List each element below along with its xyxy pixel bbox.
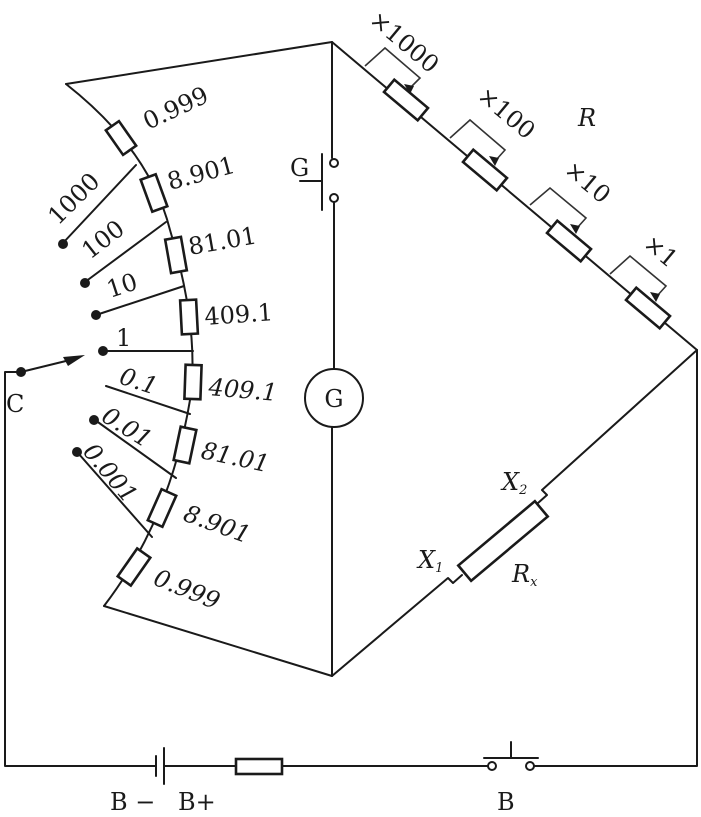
unknown-resistor-arm: X1 X2 Rx [331,349,698,677]
wire-rx-lower [331,574,463,677]
wire-selector-left [4,371,22,761]
arrow-head-icon [489,156,499,166]
decade-dial-x100[interactable]: ×100 [449,81,541,193]
tap-label: 100 [76,214,129,264]
label-lower-r4: 0.999 [150,564,224,616]
arrow-head-icon [570,224,580,234]
multiplier-label: ×1 [638,229,683,273]
ratio-arm: 0.999 8.901 81.01 409.1 409.1 81.01 8.90… [42,41,333,677]
tap-label: 1 [116,324,131,352]
decade-arm-label: R [577,104,596,132]
tap-label: 0.1 [116,362,161,400]
label-upper-r4: 409.1 [203,298,274,331]
arrow-head-icon [63,355,85,366]
tap-10[interactable]: 10 [91,268,185,320]
galvanometer-circle [304,368,364,428]
terminal-x2-label: X2 [500,468,527,498]
decade-dial-x1000[interactable]: ×1000 [364,5,444,123]
b-key-terminal-left [487,761,497,771]
label-upper-r2: 8.901 [164,151,238,196]
arrow-head-icon [650,292,660,302]
tap-contact[interactable] [91,310,101,320]
resistor-rx [456,499,550,583]
decade-dial-x10[interactable]: ×10 [529,155,616,264]
resistor-lower-4 [115,546,153,588]
multiplier-label: ×1000 [364,5,444,79]
selector-switch-c[interactable]: C [4,355,85,761]
battery-loop: B − B+ B [4,349,698,816]
resistor-lower-3 [146,487,178,529]
arrow-head-icon [404,84,414,94]
battery-key-label: B [497,788,515,816]
resistor-upper-3 [163,235,189,275]
g-key-terminal-top [329,158,339,168]
multiplier-label: ×100 [472,81,540,145]
selector-arm[interactable] [20,359,71,373]
tap-contact[interactable] [98,346,108,356]
resistor-upper-4 [178,298,200,336]
g-key-label: G [290,154,309,182]
wire-top-left [65,41,333,85]
multiplier-label: ×10 [559,155,616,209]
resistor-upper-1 [104,119,138,157]
g-key-terminal-bottom [329,193,339,203]
decade-dial-x1[interactable]: ×1 [609,229,683,331]
battery-positive-label: B+ [178,788,216,816]
b-key-terminal-right [525,761,535,771]
rx-label: Rx [511,560,538,590]
tap-contact[interactable] [80,278,90,288]
tap-contact[interactable] [89,415,99,425]
series-resistor [234,757,284,776]
terminal-x1-label: X1 [416,546,443,576]
selector-label: C [6,390,24,418]
wire-bottom-right [533,349,698,767]
decade-arm: R ×1000 ×100 ×10 ×1 [331,5,698,351]
resistor-lower-2 [172,425,198,465]
galvanometer-branch: G G [290,41,364,677]
wire-bottom-left-segment [4,759,157,767]
tap-label: 1000 [42,167,105,230]
label-lower-r1: 409.1 [206,373,278,407]
wire-bottom-left [103,605,333,677]
tap-label: 10 [103,268,141,304]
resistor-upper-2 [139,172,169,214]
label-upper-r1: 0.999 [139,81,213,135]
tap-contact[interactable] [72,447,82,457]
tap-1[interactable]: 1 [98,324,194,356]
wire-rx-upper [537,349,698,504]
resistor-lower-1 [183,363,203,401]
label-lower-r2: 81.01 [199,436,272,478]
label-lower-r3: 8.901 [180,499,254,549]
battery-negative-label: B − [110,788,155,816]
tap-contact[interactable] [58,239,68,249]
label-upper-r3: 81.01 [186,221,259,261]
galvanometer-label: G [324,385,343,413]
